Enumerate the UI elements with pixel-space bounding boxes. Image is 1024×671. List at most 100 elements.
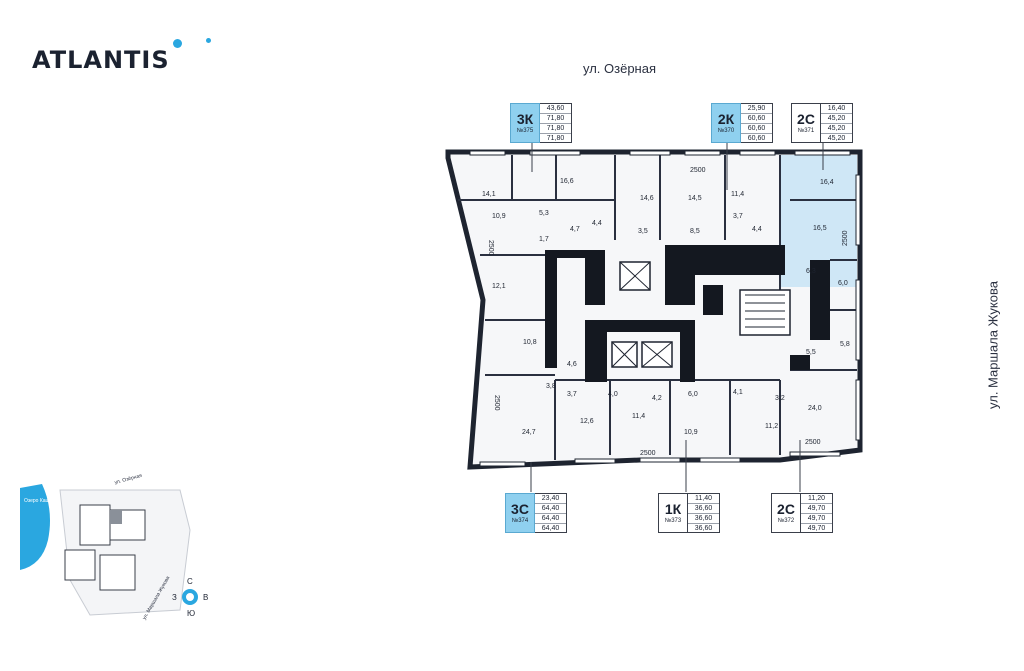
- area-value: 45,20: [821, 114, 852, 124]
- room-area-27: 6,0: [688, 391, 698, 398]
- apartment-number: №371: [797, 127, 815, 134]
- room-area-31: 24,7: [522, 429, 536, 436]
- room-area-25: 4,0: [608, 391, 618, 398]
- area-value: 64,40: [535, 504, 566, 514]
- apartment-type-box: 3К №375: [510, 103, 540, 143]
- room-area-20: 4,6: [567, 361, 577, 368]
- room-area-28: 4,1: [733, 389, 743, 396]
- area-value: 49,70: [801, 504, 832, 514]
- area-value: 45,20: [821, 124, 852, 134]
- room-area-26: 4,2: [652, 395, 662, 402]
- minimap-current-building: [110, 510, 122, 524]
- compass-west: З: [172, 593, 177, 602]
- apartment-type: 3С: [511, 500, 529, 517]
- room-area-2: 14,6: [640, 195, 654, 202]
- area-value: 11,20: [801, 494, 832, 504]
- apartment-type-box: 2С №371: [791, 103, 821, 143]
- area-value: 36,60: [694, 525, 713, 532]
- room-area-5: 16,4: [820, 179, 834, 186]
- room-area-30: 24,0: [808, 405, 822, 412]
- site-minimap: Озеро Кашкадан ул. Озёрная ул. Маршала Ж…: [20, 473, 191, 621]
- lake-label: Озеро Кашкадан: [24, 498, 63, 504]
- compass-north: С: [187, 577, 193, 586]
- apartment-areas: 11,20 49,70 49,70 49,70: [801, 493, 833, 533]
- apartment-type: 2К: [717, 110, 735, 127]
- apartment-areas: 25,90 60,60 60,60 60,60: [741, 103, 773, 143]
- room-area-6: 10,9: [492, 213, 506, 220]
- room-area-14: 1,7: [539, 236, 549, 243]
- area-value: 71,80: [540, 114, 571, 124]
- area-value: 60,60: [747, 135, 766, 142]
- room-area-1: 16,6: [560, 178, 574, 185]
- dimension-label-2: 2500: [805, 439, 821, 446]
- apartment-card-373[interactable]: 1К №373 11,40 36,60 36,60 36,60: [658, 493, 720, 533]
- lake-shape: [20, 484, 50, 570]
- area-value: 11,40: [688, 494, 719, 504]
- card-leader-lines: [530, 143, 824, 492]
- apartment-card-375[interactable]: 3К №375 43,60 71,80 71,80 71,80: [510, 103, 572, 143]
- room-area-19: 10,8: [523, 339, 537, 346]
- apartment-areas: 11,40 36,60 36,60 36,60: [688, 493, 720, 533]
- building-core: [545, 245, 830, 382]
- apartment-type: 1К: [664, 500, 682, 517]
- area-value: 71,80: [546, 135, 565, 142]
- apartment-card-372[interactable]: 2С №372 11,20 49,70 49,70 49,70: [771, 493, 833, 533]
- dimension-label-4: 2500: [487, 240, 494, 256]
- apartment-type-box: 3С №374: [505, 493, 535, 533]
- compass-ring-icon: [182, 589, 198, 605]
- area-value: 71,80: [540, 124, 571, 134]
- room-area-10: 8,5: [690, 228, 700, 235]
- room-area-8: 4,4: [592, 220, 602, 227]
- dimension-label-3: 2500: [842, 230, 849, 246]
- room-area-32: 12,6: [580, 418, 594, 425]
- apartment-areas: 23,40 64,40 64,40 64,40: [535, 493, 567, 533]
- area-value: 64,40: [541, 525, 560, 532]
- room-area-22: 5,8: [840, 341, 850, 348]
- elevator-cross-marks: [611, 261, 785, 368]
- room-area-35: 11,2: [765, 423, 778, 430]
- area-value: 45,20: [827, 135, 846, 142]
- interior-walls: [458, 155, 857, 460]
- room-area-13: 16,5: [813, 225, 827, 232]
- area-value: 36,60: [688, 504, 719, 514]
- dimension-label-0: 2500: [690, 167, 706, 174]
- apartment-number: №373: [664, 517, 682, 524]
- area-value: 60,60: [741, 114, 772, 124]
- street-north-label: ул. Озёрная: [583, 61, 657, 76]
- apartment-type-box: 1К №373: [658, 493, 688, 533]
- room-area-34: 10,9: [684, 429, 698, 436]
- apartment-type: 2С: [797, 110, 815, 127]
- compass: С Ю З В: [170, 577, 210, 618]
- logo-dot-icon: [172, 39, 182, 48]
- room-area-29: 3,2: [775, 395, 785, 402]
- room-area-21: 5,5: [806, 349, 816, 356]
- room-area-18: 12,1: [492, 283, 506, 290]
- area-value: 36,60: [688, 514, 719, 524]
- logo-dot-small-icon: [206, 38, 211, 43]
- area-value: 16,40: [821, 104, 852, 114]
- area-value: 25,90: [741, 104, 772, 114]
- brand-name: ATLANTIS: [32, 46, 170, 74]
- apartment-card-371[interactable]: 2С №371 16,40 45,20 45,20 45,20: [791, 103, 853, 143]
- brand-logo: ATLANTIS: [32, 39, 182, 75]
- apartment-number: №372: [777, 517, 795, 524]
- apartment-number: №375: [516, 127, 534, 134]
- apartment-card-370[interactable]: 2К №370 25,90 60,60 60,60 60,60: [711, 103, 773, 143]
- room-area-24: 3,7: [567, 391, 577, 398]
- area-value: 43,60: [540, 104, 571, 114]
- apartment-number: №374: [511, 517, 529, 524]
- area-value: 49,70: [801, 514, 832, 524]
- area-value: 49,70: [807, 525, 826, 532]
- apartment-areas: 16,40 45,20 45,20 45,20: [821, 103, 853, 143]
- room-area-15: 4,7: [570, 226, 580, 233]
- area-value: 23,40: [535, 494, 566, 504]
- room-area-4: 11,4: [731, 191, 744, 198]
- room-area-16: 6,3: [806, 268, 816, 275]
- minimap-street-north: ул. Озёрная: [114, 473, 143, 486]
- compass-south: Ю: [187, 609, 196, 618]
- apartment-card-374[interactable]: 3С №374 23,40 64,40 64,40 64,40: [505, 493, 567, 533]
- room-area-7: 5,3: [539, 210, 549, 217]
- dimension-label-5: 2500: [493, 395, 500, 411]
- room-area-17: 6,0: [838, 280, 848, 287]
